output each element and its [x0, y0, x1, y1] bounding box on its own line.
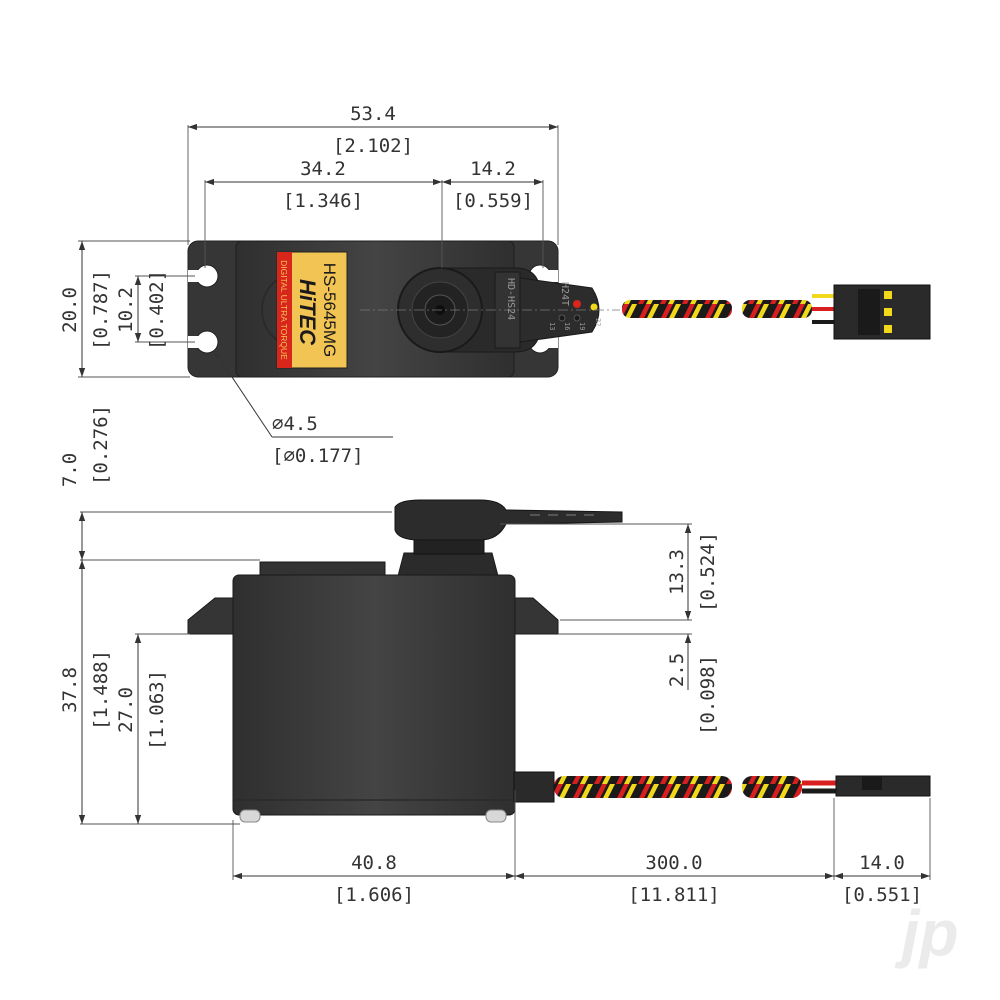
twisted-wire-side — [554, 776, 732, 798]
horn-hole — [558, 314, 566, 322]
servo-top-view: HS-5645MG HiTEC DIGITAL ULTRA TORQUE HD-… — [187, 240, 931, 378]
dim-body-length-mm: 40.8 — [351, 852, 397, 874]
dim-spline-height-mm: 13.3 — [666, 549, 688, 595]
spline-housing — [397, 552, 499, 577]
hole-slot — [541, 270, 558, 282]
label-model: HS-5645MG — [320, 263, 339, 357]
dim-hole-pitch-mm: 10.2 — [115, 287, 137, 333]
connector-pin — [884, 308, 892, 316]
dim-body-height-mm: 37.8 — [59, 667, 81, 713]
horn-hole — [590, 303, 598, 311]
connector-top — [833, 284, 931, 340]
hole-slot — [541, 336, 558, 348]
dim-connector-length-mm: 14.0 — [859, 852, 905, 874]
dim-flange-height-mm: 20.0 — [59, 287, 81, 333]
dim-total-width-mm: 53.4 — [350, 103, 396, 125]
dim-flange-to-base-in: [1.063] — [146, 670, 168, 750]
connector-pin — [884, 325, 892, 333]
connector-pin-block — [858, 289, 880, 335]
horn-spline-text: H24T — [559, 282, 570, 306]
dim-body-length-in: [1.606] — [334, 884, 414, 906]
dim-flange-thickness-in: [0.098] — [697, 655, 719, 735]
hole-slot — [188, 270, 206, 282]
hole-slot — [188, 336, 206, 348]
dim-hole-spacing-mm: 34.2 — [300, 158, 346, 180]
dim-cable-length-mm: 300.0 — [645, 852, 702, 874]
servo-label: HS-5645MG HiTEC DIGITAL ULTRA TORQUE — [276, 251, 348, 369]
side-flange-right — [513, 597, 559, 635]
dim-shaft-offset-in: [0.559] — [453, 190, 533, 212]
dim-cable-length-in: [11.811] — [628, 884, 720, 906]
label-red-strip — [277, 252, 292, 368]
connector-pin — [884, 291, 892, 299]
dim-flange-height-in: [0.787] — [90, 270, 112, 350]
case-foot — [485, 809, 507, 823]
horn-side — [394, 499, 623, 541]
servo-side-view — [187, 499, 931, 823]
cable-grommet — [513, 771, 555, 803]
dim-hole-diameter-in: [∅0.177] — [272, 445, 364, 467]
label-brand-logo: HiTEC — [295, 279, 320, 346]
dim-hole-diameter-mm: ∅4.5 — [272, 413, 318, 435]
dim-flange-thickness-mm: 2.5 — [666, 653, 688, 687]
dim-spline-height-in: [0.524] — [697, 532, 719, 612]
side-view-dimensions: 7.0 [0.276] 37.8 [1.488] 27.0 [1.063] 13… — [59, 405, 931, 906]
dim-flange-to-base-mm: 27.0 — [115, 687, 137, 733]
side-body — [232, 574, 516, 816]
twisted-wire-side — [742, 776, 802, 798]
dim-hole-spacing-in: [1.346] — [283, 190, 363, 212]
horn-hole — [573, 314, 581, 322]
connector-latch — [862, 776, 882, 790]
watermark-logo: jp — [895, 897, 959, 969]
dim-horn-height-in: [0.276] — [90, 405, 112, 485]
dim-hole-pitch-in: [0.402] — [146, 270, 168, 350]
top-view-dimensions: 53.4 [2.102] 34.2 [1.346] 14.2 [0.559] 2… — [59, 103, 559, 467]
leader-hole-diameter — [213, 349, 273, 438]
horn-part-text: HD-HS24 — [505, 278, 516, 320]
side-top-lip — [259, 561, 386, 577]
horn-hole-size: 16 — [563, 322, 571, 330]
label-tagline: DIGITAL ULTRA TORQUE — [279, 260, 289, 360]
horn-hole — [573, 300, 581, 308]
case-foot — [239, 809, 261, 823]
twisted-wire-top — [742, 300, 812, 318]
dim-connector-length-in: [0.551] — [842, 884, 922, 906]
dim-shaft-offset-mm: 14.2 — [470, 158, 516, 180]
horn-hole-size: 19 — [578, 322, 586, 330]
dim-total-width-in: [2.102] — [333, 135, 413, 157]
twisted-wire-top — [622, 300, 732, 318]
horn-hole-size: 13 — [548, 322, 556, 330]
horn-hole-size: 22 — [594, 318, 602, 326]
dim-body-height-in: [1.488] — [90, 650, 112, 730]
side-flange-left — [187, 597, 236, 635]
dim-horn-height-mm: 7.0 — [59, 453, 81, 487]
connector-side — [835, 775, 931, 797]
